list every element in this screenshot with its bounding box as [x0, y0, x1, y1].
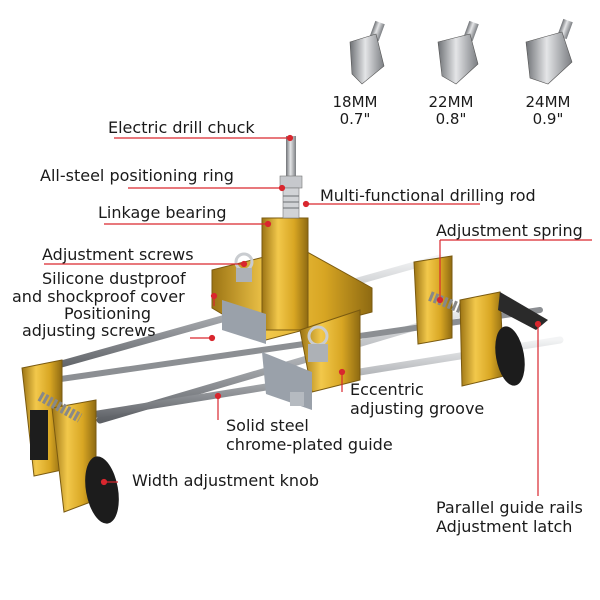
label-width-adjustment-knob: Width adjustment knob [132, 471, 320, 490]
label-adjustment-screws: Adjustment screws [42, 245, 194, 264]
bit-size-in: 0.7" [339, 110, 371, 128]
label-dustproof-line1: Silicone dustproof [42, 269, 186, 288]
leader-lines [44, 134, 592, 496]
label-adjustment-spring: Adjustment spring [436, 221, 583, 240]
label-positioning-screws-line1: Positioning [64, 304, 152, 323]
bit-caption-24mm: 24MM 0.9" [508, 94, 588, 128]
drilling-rod [279, 136, 303, 219]
label-guide-line2: chrome-plated guide [226, 435, 393, 454]
label-positioning-screws-line2: adjusting screws [22, 321, 156, 340]
label-positioning-ring: All-steel positioning ring [40, 166, 234, 185]
label-eccentric-line2: adjusting groove [350, 399, 485, 418]
bit-caption-22mm: 22MM 0.8" [411, 94, 491, 128]
center-housing [211, 217, 373, 410]
bit-size-in: 0.9" [532, 110, 564, 128]
bit-size-mm: 18MM [332, 93, 378, 111]
drill-bit-22mm [437, 20, 479, 85]
right-clamp [413, 255, 548, 387]
label-dustproof-line2: and shockproof cover [12, 287, 185, 306]
bit-size-in: 0.8" [435, 110, 467, 128]
label-eccentric-line1: Eccentric [350, 380, 424, 399]
left-clamp [21, 359, 97, 513]
drill-bit-24mm [525, 18, 573, 85]
bit-caption-18mm: 18MM 0.7" [315, 94, 395, 128]
label-drilling-rod: Multi-functional drilling rod [320, 186, 536, 205]
drill-bit-18mm [349, 20, 385, 85]
bit-size-mm: 24MM [525, 93, 571, 111]
label-guide-line1: Solid steel [226, 416, 309, 435]
label-electric-drill-chuck: Electric drill chuck [108, 118, 255, 137]
label-linkage-bearing: Linkage bearing [98, 203, 227, 222]
bit-size-mm: 22MM [428, 93, 474, 111]
right-knob [495, 326, 525, 386]
width-adjustment-knob [85, 456, 119, 524]
label-latch-line2: Adjustment latch [436, 517, 573, 536]
label-latch-line1: Parallel guide rails [436, 498, 583, 517]
